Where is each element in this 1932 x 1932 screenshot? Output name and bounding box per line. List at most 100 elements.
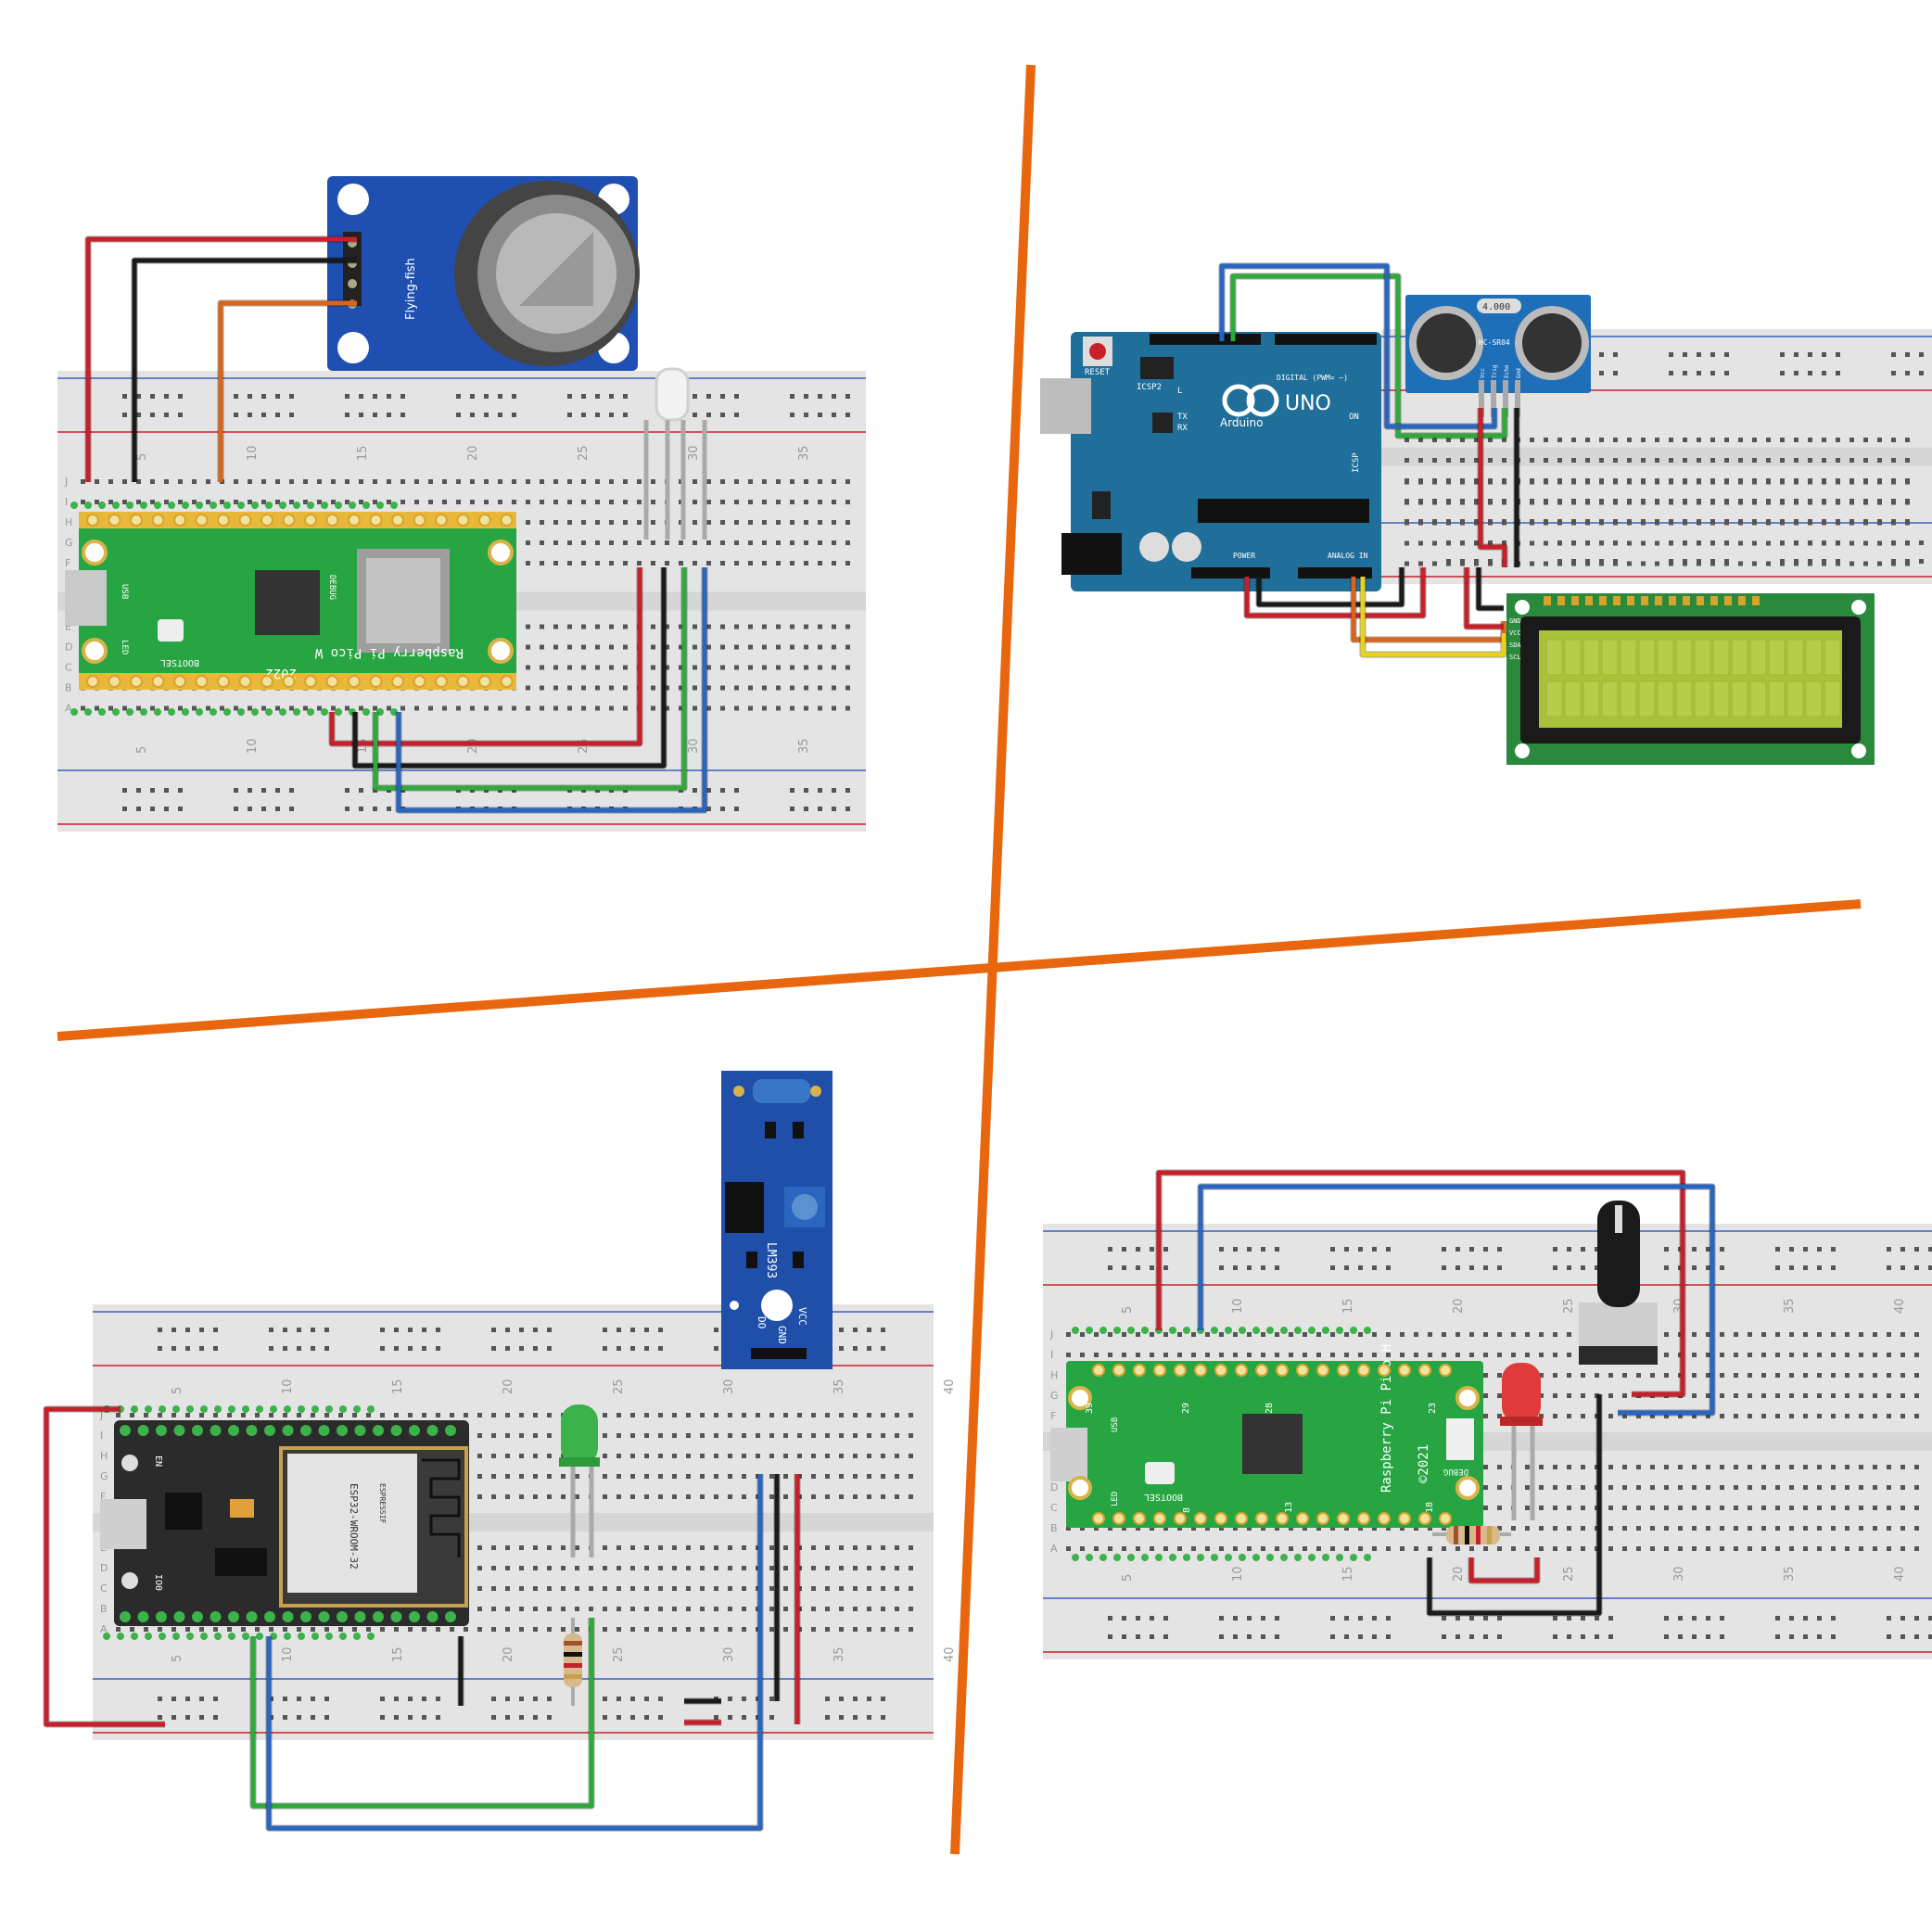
terminal-hole: [498, 500, 502, 504]
rail-hole: [505, 1346, 510, 1351]
rail-hole: [164, 807, 169, 811]
rail-hole: [178, 807, 183, 811]
hc-sr04-pin: [1479, 380, 1484, 417]
row-label: C: [1050, 1502, 1058, 1514]
terminal-hole: [818, 540, 822, 545]
terminal-hole: [248, 705, 252, 711]
terminal-hole: [1859, 1353, 1863, 1357]
terminal-hole: [1831, 1353, 1836, 1357]
terminal-hole: [303, 500, 308, 504]
terminal-hole: [1636, 1485, 1641, 1490]
terminal-hole: [1557, 561, 1562, 566]
rail-hole: [1789, 1634, 1794, 1639]
terminal-hole: [706, 665, 711, 670]
rail-hole: [1789, 1265, 1794, 1270]
terminal-hole: [1581, 1526, 1585, 1531]
terminal-hole: [317, 705, 322, 711]
rail-hole: [658, 1346, 663, 1351]
terminal-hole: [553, 479, 558, 484]
terminal-hole: [505, 1454, 510, 1458]
terminal-hole: [526, 520, 530, 525]
terminal-hole: [526, 500, 530, 504]
rail-hole: [164, 413, 169, 417]
terminal-hole: [477, 1433, 482, 1438]
rail-hole: [1442, 1634, 1446, 1639]
rail-hole: [693, 413, 697, 417]
terminal-hole: [1863, 540, 1868, 546]
column-label: 5: [1121, 1306, 1135, 1314]
terminal-hole: [1400, 1526, 1405, 1531]
terminal-hole: [623, 561, 628, 566]
rail-hole: [1358, 1265, 1363, 1270]
terminal-hole: [505, 1494, 510, 1499]
rail-hole: [289, 394, 294, 399]
terminal-hole: [581, 520, 586, 525]
rail-hole: [720, 807, 725, 811]
terminal-hole: [1460, 519, 1465, 524]
rail-hole: [136, 394, 141, 399]
terminal-hole: [665, 705, 669, 711]
terminal-hole: [1873, 1506, 1877, 1510]
terminal-hole: [178, 479, 183, 484]
wire-blue: [1219, 263, 1497, 429]
header-pad: [130, 514, 143, 527]
terminal-hole: [1627, 540, 1632, 546]
terminal-hole: [706, 624, 711, 629]
rail-hole: [734, 394, 739, 399]
rail-hole: [1803, 1616, 1808, 1621]
connected-hole: [98, 502, 106, 509]
rail-hole: [1692, 1616, 1697, 1621]
esp32-brand-label: ESPRESSIF: [378, 1483, 387, 1524]
header-pad: [1214, 1512, 1227, 1525]
rail-hole: [1794, 352, 1799, 357]
terminal-hole: [1581, 1393, 1585, 1398]
terminal-hole: [811, 1494, 816, 1499]
terminal-hole: [1303, 1546, 1307, 1551]
terminal-hole: [1446, 519, 1451, 524]
rail-hole: [283, 1328, 287, 1332]
terminal-hole: [762, 685, 767, 691]
terminal-hole: [742, 1586, 746, 1591]
terminal-hole: [261, 479, 266, 484]
terminal-hole: [1887, 1393, 1891, 1398]
terminal-hole: [1567, 1485, 1571, 1490]
terminal-hole: [1553, 1526, 1557, 1531]
terminal-hole: [436, 1413, 440, 1417]
terminal-hole: [1539, 1393, 1544, 1398]
power-jack-icon: [1061, 533, 1122, 575]
terminal-hole: [1900, 1332, 1905, 1337]
terminal-hole: [776, 665, 781, 670]
terminal-hole: [1469, 1353, 1474, 1357]
rail-hole: [470, 413, 475, 417]
rail-hole: [644, 1715, 649, 1720]
terminal-hole: [1571, 438, 1576, 442]
terminal-hole: [1177, 1526, 1182, 1531]
terminal-hole: [1803, 1353, 1808, 1357]
terminal-hole: [1720, 1414, 1724, 1418]
terminal-hole: [1873, 1393, 1877, 1398]
terminal-hole: [783, 1566, 788, 1570]
terminal-hole: [547, 1545, 552, 1550]
rail-hole: [1905, 352, 1910, 357]
terminal-hole: [853, 1566, 858, 1570]
rail-hole: [1581, 1265, 1585, 1270]
terminal-hole: [769, 1545, 774, 1550]
breadboard-2-center-channel: [1381, 447, 1932, 466]
terminal-hole: [477, 1607, 482, 1611]
connected-hole: [1308, 1554, 1316, 1561]
terminal-hole: [1386, 1353, 1391, 1357]
terminal-hole: [1622, 1506, 1627, 1510]
esp32-pin: [264, 1425, 275, 1436]
terminal-hole: [1599, 540, 1604, 546]
connected-hole: [270, 1405, 277, 1413]
terminal-hole: [1344, 1546, 1349, 1551]
terminal-hole: [400, 500, 405, 504]
rail-hole: [1595, 1265, 1599, 1270]
terminal-hole: [81, 500, 85, 504]
terminal-hole: [526, 685, 530, 691]
header-pad: [500, 675, 514, 688]
terminal-hole: [1669, 478, 1673, 483]
rail-hole: [456, 413, 461, 417]
terminal-hole: [1585, 438, 1590, 442]
terminal-hole: [567, 624, 572, 629]
